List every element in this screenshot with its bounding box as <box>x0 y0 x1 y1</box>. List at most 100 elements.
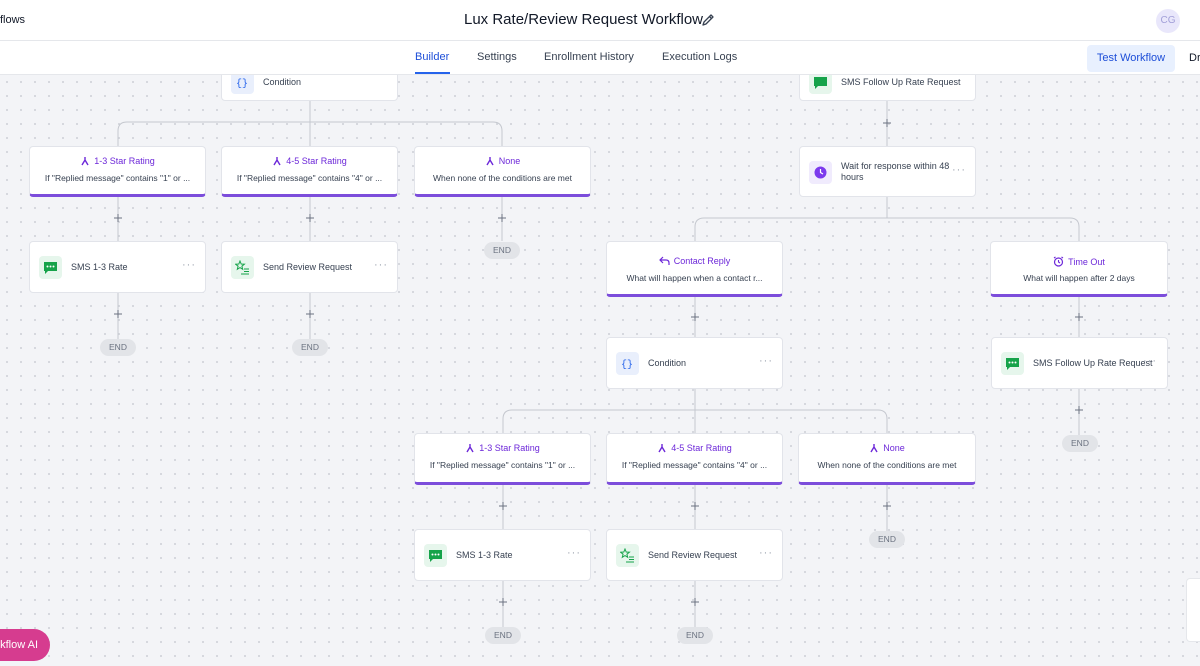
branch-title: Contact Reply <box>673 256 731 266</box>
workflow-canvas[interactable]: {} Condition 1-3 Star Rating If "Replied… <box>0 75 1200 666</box>
sms-follow-up-node[interactable]: SMS Follow Up Rate Request ··· <box>991 337 1168 389</box>
sms-action-node[interactable]: SMS 1-3 Rate ··· <box>29 241 206 293</box>
side-panel-edge[interactable] <box>1186 578 1200 642</box>
branch-title: None <box>883 443 905 453</box>
branch-4-5-star-rating[interactable]: 4-5 Star Rating If "Replied message" con… <box>606 433 783 485</box>
tab-builder[interactable]: Builder <box>415 51 450 63</box>
wait-node[interactable]: Wait for response within 48 hours ··· <box>799 146 976 197</box>
breadcrumb[interactable]: flows <box>0 14 26 26</box>
more-options-icon[interactable]: ··· <box>759 547 773 559</box>
message-square-icon <box>809 75 832 94</box>
message-square-icon <box>424 544 447 567</box>
workflow-ai-button[interactable]: kflow AI <box>0 629 50 661</box>
review-action-node[interactable]: Send Review Request ··· <box>221 241 398 293</box>
svg-text:{}: {} <box>236 78 248 90</box>
more-options-icon[interactable]: ··· <box>759 355 773 367</box>
star-list-icon <box>616 544 639 567</box>
split-branch-icon <box>870 444 878 453</box>
sms-action-node[interactable]: SMS 1-3 Rate ··· <box>414 529 591 581</box>
star-list-icon <box>231 256 254 279</box>
condition-label: Condition <box>263 77 302 87</box>
branch-title: 1-3 Star Rating <box>479 443 540 453</box>
more-options-icon[interactable]: ··· <box>567 547 581 559</box>
branch-4-5-star-rating[interactable]: 4-5 Star Rating If "Replied message" con… <box>221 146 398 197</box>
branch-description: What will happen after 2 days <box>1023 273 1135 283</box>
curly-braces-icon: {} <box>231 75 254 94</box>
condition-node[interactable]: {} Condition ··· <box>606 337 783 389</box>
plus-icon[interactable] <box>498 597 508 607</box>
top-bar: flows Lux Rate/Review Request Workflow C… <box>0 0 1200 41</box>
sms-follow-up-node[interactable]: SMS Follow Up Rate Request <box>799 75 976 101</box>
action-label: Send Review Request <box>263 262 353 272</box>
end-pill: END <box>485 627 521 644</box>
action-label: SMS Follow Up Rate Request <box>841 77 961 87</box>
plus-icon[interactable] <box>690 312 700 322</box>
tab-execution-logs[interactable]: Execution Logs <box>662 51 738 63</box>
tab-settings[interactable]: Settings <box>477 51 517 63</box>
condition-node[interactable]: {} Condition <box>221 75 398 101</box>
avatar[interactable]: CG <box>1156 9 1180 33</box>
plus-icon[interactable] <box>305 309 315 319</box>
branch-description: When none of the conditions are met <box>433 173 572 183</box>
branch-description: If "Replied message" contains "1" or ... <box>44 173 191 183</box>
plus-icon[interactable] <box>1074 405 1084 415</box>
plus-icon[interactable] <box>882 118 892 128</box>
branch-none[interactable]: None When none of the conditions are met <box>414 146 591 197</box>
action-label: SMS Follow Up Rate Request <box>1033 358 1153 368</box>
test-workflow-button[interactable]: Test Workflow <box>1087 45 1175 72</box>
branch-description: If "Replied message" contains "4" or ... <box>236 173 383 183</box>
tab-enrollment-history[interactable]: Enrollment History <box>544 51 634 63</box>
plus-icon[interactable] <box>498 501 508 511</box>
condition-label: Condition <box>648 358 687 368</box>
curly-braces-icon: {} <box>616 352 639 375</box>
alarm-clock-icon <box>1053 256 1064 267</box>
branch-1-3-star-rating[interactable]: 1-3 Star Rating If "Replied message" con… <box>29 146 206 197</box>
plus-icon[interactable] <box>113 213 123 223</box>
more-options-icon[interactable]: ··· <box>374 259 388 271</box>
clock-icon <box>809 161 832 184</box>
branch-description: When none of the conditions are met <box>817 460 957 470</box>
active-tab-indicator <box>415 72 450 74</box>
tab-bar: Builder Settings Enrollment History Exec… <box>0 41 1200 75</box>
branch-title: Time Out <box>1068 256 1105 267</box>
branch-contact-reply[interactable]: Contact Reply What will happen when a co… <box>606 241 783 297</box>
split-branch-icon <box>658 444 666 453</box>
branch-1-3-star-rating[interactable]: 1-3 Star Rating If "Replied message" con… <box>414 433 591 485</box>
reply-arrow-icon <box>658 256 670 265</box>
action-label: SMS 1-3 Rate <box>71 262 128 272</box>
split-branch-icon <box>466 444 474 453</box>
action-label: SMS 1-3 Rate <box>456 550 513 560</box>
review-action-node[interactable]: Send Review Request ··· <box>606 529 783 581</box>
svg-text:{}: {} <box>621 359 633 371</box>
end-pill: END <box>1062 435 1098 452</box>
branch-none[interactable]: None When none of the conditions are met <box>798 433 976 485</box>
message-square-icon <box>1001 352 1024 375</box>
plus-icon[interactable] <box>690 597 700 607</box>
plus-icon[interactable] <box>882 501 892 511</box>
end-pill: END <box>869 531 905 548</box>
plus-icon[interactable] <box>497 213 507 223</box>
more-options-icon[interactable]: ··· <box>952 164 966 176</box>
more-options-icon[interactable]: ··· <box>1143 355 1157 367</box>
branch-description: What will happen when a contact r... <box>626 273 763 283</box>
end-pill: END <box>484 242 520 259</box>
plus-icon[interactable] <box>305 213 315 223</box>
split-branch-icon <box>273 157 281 166</box>
pencil-icon[interactable] <box>700 12 716 28</box>
branch-time-out[interactable]: Time Out What will happen after 2 days <box>990 241 1168 297</box>
end-pill: END <box>100 339 136 356</box>
more-options-icon[interactable]: ··· <box>182 259 196 271</box>
branch-title: 1-3 Star Rating <box>94 156 155 166</box>
split-branch-icon <box>486 157 494 166</box>
draft-button[interactable]: Dr <box>1189 52 1200 64</box>
plus-icon[interactable] <box>1074 312 1084 322</box>
branch-title: None <box>498 156 521 166</box>
action-label: Send Review Request <box>648 550 738 560</box>
branch-description: If "Replied message" contains "1" or ... <box>429 460 576 470</box>
wait-label: Wait for response within 48 hours <box>841 161 950 182</box>
end-pill: END <box>677 627 713 644</box>
plus-icon[interactable] <box>113 309 123 319</box>
plus-icon[interactable] <box>690 501 700 511</box>
end-pill: END <box>292 339 328 356</box>
workflow-title: Lux Rate/Review Request Workflow <box>464 11 703 28</box>
